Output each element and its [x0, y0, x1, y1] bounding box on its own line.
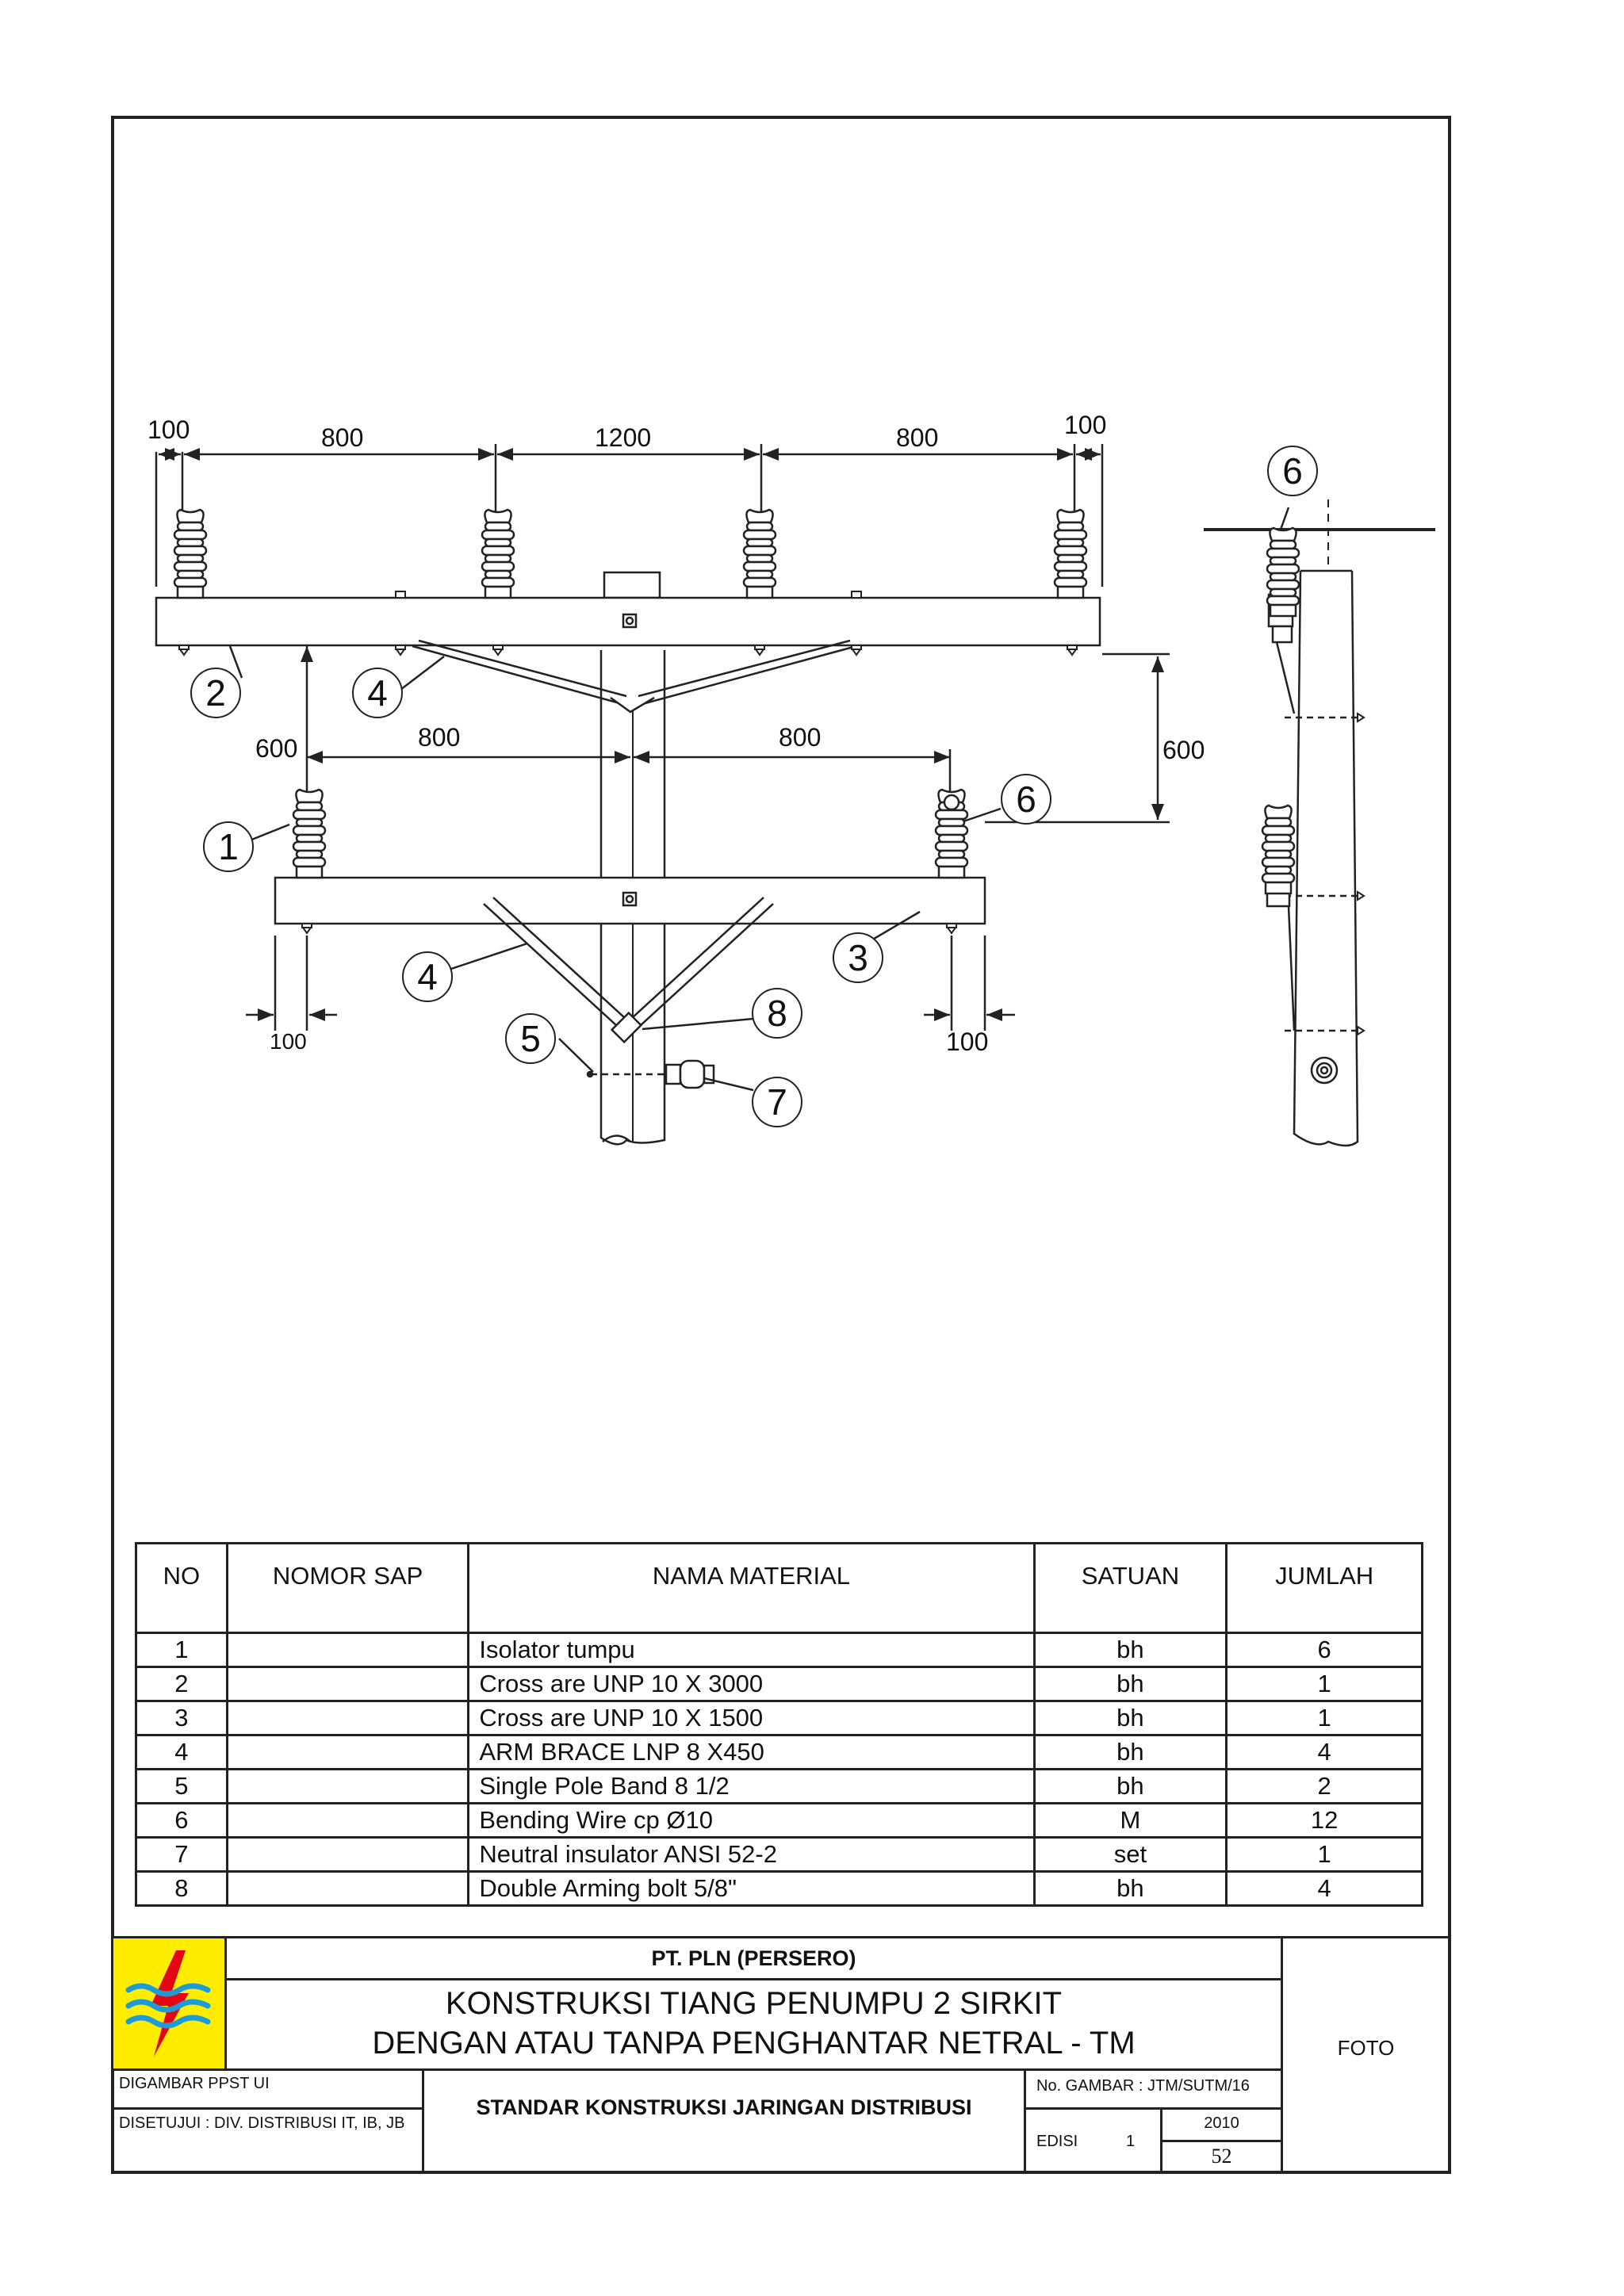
cell-nama: Double Arming bolt 5/8"	[467, 1870, 1036, 1907]
title-line-2: DENGAN ATAU TANPA PENGHANTAR NETRAL - TM	[372, 2026, 1136, 2061]
material-table: NO NOMOR SAP NAMA MATERIAL SATUAN JUMLAH…	[135, 1542, 1423, 1907]
cell-no: 8	[135, 1870, 228, 1907]
cell-satuan: bh	[1032, 1700, 1228, 1736]
table-header-row: NO NOMOR SAP NAMA MATERIAL SATUAN JUMLAH	[135, 1542, 1423, 1634]
cell-nama: Neutral insulator ANSI 52-2	[467, 1836, 1036, 1873]
header-satuan: SATUAN	[1032, 1542, 1228, 1634]
edisi-value: 1	[1126, 2133, 1136, 2150]
cell-jumlah: 4	[1225, 1870, 1423, 1907]
cell-nama: Single Pole Band 8 1/2	[467, 1768, 1036, 1804]
callout-6-front: 6	[1001, 774, 1051, 825]
no-gambar-label: No. GAMBAR : JTM/SUTM/16	[1036, 2077, 1250, 2095]
pln-logo-icon	[125, 1950, 211, 2057]
standar-cell	[422, 2068, 1026, 2174]
cell-no: 6	[135, 1802, 228, 1839]
callout-7: 7	[752, 1077, 802, 1127]
disetujui-label: DISETUJUI : DIV. DISTRIBUSI IT, IB, JB	[119, 2114, 405, 2132]
callout-8: 8	[752, 988, 802, 1039]
dim-top-100-right: 100	[1064, 411, 1107, 439]
cell-jumlah: 2	[1225, 1768, 1423, 1804]
cell-sap	[225, 1700, 470, 1736]
callout-2: 2	[190, 668, 241, 718]
cell-sap	[225, 1666, 470, 1702]
cell-jumlah: 1	[1225, 1700, 1423, 1736]
callout-4-lower: 4	[402, 951, 453, 1002]
cell-no: 2	[135, 1666, 228, 1702]
dim-top-800-left: 800	[321, 423, 364, 452]
cell-sap	[225, 1734, 470, 1770]
cell-sap	[225, 1870, 470, 1907]
page-number: 52	[1211, 2145, 1232, 2168]
cell-satuan: bh	[1032, 1768, 1228, 1804]
cell-satuan: set	[1032, 1836, 1228, 1873]
cell-jumlah: 4	[1225, 1734, 1423, 1770]
header-no: NO	[135, 1542, 228, 1634]
table-row: 4 ARM BRACE LNP 8 X450 bh 4	[135, 1734, 1423, 1770]
year-label: 2010	[1204, 2114, 1239, 2132]
table-row: 8 Double Arming bolt 5/8" bh 4	[135, 1870, 1423, 1907]
cell-satuan: M	[1032, 1802, 1228, 1839]
callout-3: 3	[833, 932, 883, 983]
cell-nama: Cross are UNP 10 X 1500	[467, 1700, 1036, 1736]
cell-sap	[225, 1768, 470, 1804]
cell-satuan: bh	[1032, 1734, 1228, 1770]
cell-jumlah: 1	[1225, 1836, 1423, 1873]
callout-4-upper: 4	[352, 668, 403, 718]
dim-top-100-left: 100	[147, 415, 190, 444]
table-row: 5 Single Pole Band 8 1/2 bh 2	[135, 1768, 1423, 1804]
pole-front-view-drawing	[155, 444, 1435, 1147]
cell-no: 5	[135, 1768, 228, 1804]
dim-bottom-100-right: 100	[946, 1027, 989, 1056]
cell-nama: ARM BRACE LNP 8 X450	[467, 1734, 1036, 1770]
cell-nama: Bending Wire cp Ø10	[467, 1802, 1036, 1839]
cell-satuan: bh	[1032, 1870, 1228, 1907]
cell-nama: Cross are UNP 10 X 3000	[467, 1666, 1036, 1702]
callout-6-side: 6	[1267, 446, 1318, 496]
page-cell	[1160, 2140, 1283, 2174]
cell-sap	[225, 1836, 470, 1873]
dim-mid-800-right: 800	[779, 723, 822, 752]
title-line-1: KONSTRUKSI TIANG PENUMPU 2 SIRKIT	[445, 1986, 1063, 2021]
company-name: PT. PLN (PERSERO)	[651, 1946, 856, 1970]
cell-sap	[225, 1802, 470, 1839]
dim-top-1200: 1200	[595, 423, 652, 452]
dim-top-800-right: 800	[896, 423, 939, 452]
dim-right-600: 600	[1162, 736, 1205, 764]
foto-cell	[1281, 1936, 1451, 2174]
dim-left-600: 600	[255, 734, 298, 763]
cell-jumlah: 6	[1225, 1632, 1423, 1668]
cell-no: 7	[135, 1836, 228, 1873]
cell-jumlah: 1	[1225, 1666, 1423, 1702]
cell-no: 4	[135, 1734, 228, 1770]
table-row: 1 Isolator tumpu bh 6	[135, 1632, 1423, 1668]
cell-satuan: bh	[1032, 1632, 1228, 1668]
table-row: 2 Cross are UNP 10 X 3000 bh 1	[135, 1666, 1423, 1702]
table-row: 7 Neutral insulator ANSI 52-2 set 1	[135, 1836, 1423, 1873]
cell-no: 1	[135, 1632, 228, 1668]
cell-satuan: bh	[1032, 1666, 1228, 1702]
dim-bottom-100-left: 100	[270, 1029, 307, 1054]
foto-label: FOTO	[1337, 2036, 1395, 2060]
cell-jumlah: 12	[1225, 1802, 1423, 1839]
edisi-label: EDISI	[1036, 2133, 1078, 2150]
callout-5: 5	[505, 1013, 556, 1064]
callout-1: 1	[203, 821, 254, 872]
header-nama-material: NAMA MATERIAL	[467, 1542, 1036, 1634]
cell-no: 3	[135, 1700, 228, 1736]
cell-sap	[225, 1632, 470, 1668]
header-nomor-sap: NOMOR SAP	[225, 1542, 470, 1634]
dim-mid-800-left: 800	[418, 723, 461, 752]
cell-nama: Isolator tumpu	[467, 1632, 1036, 1668]
table-row: 6 Bending Wire cp Ø10 M 12	[135, 1802, 1423, 1839]
standar-label: STANDAR KONSTRUKSI JARINGAN DISTRIBUSI	[476, 2095, 972, 2119]
digambar-label: DIGAMBAR PPST UI	[119, 2075, 270, 2092]
header-jumlah: JUMLAH	[1225, 1542, 1423, 1634]
table-row: 3 Cross are UNP 10 X 1500 bh 1	[135, 1700, 1423, 1736]
